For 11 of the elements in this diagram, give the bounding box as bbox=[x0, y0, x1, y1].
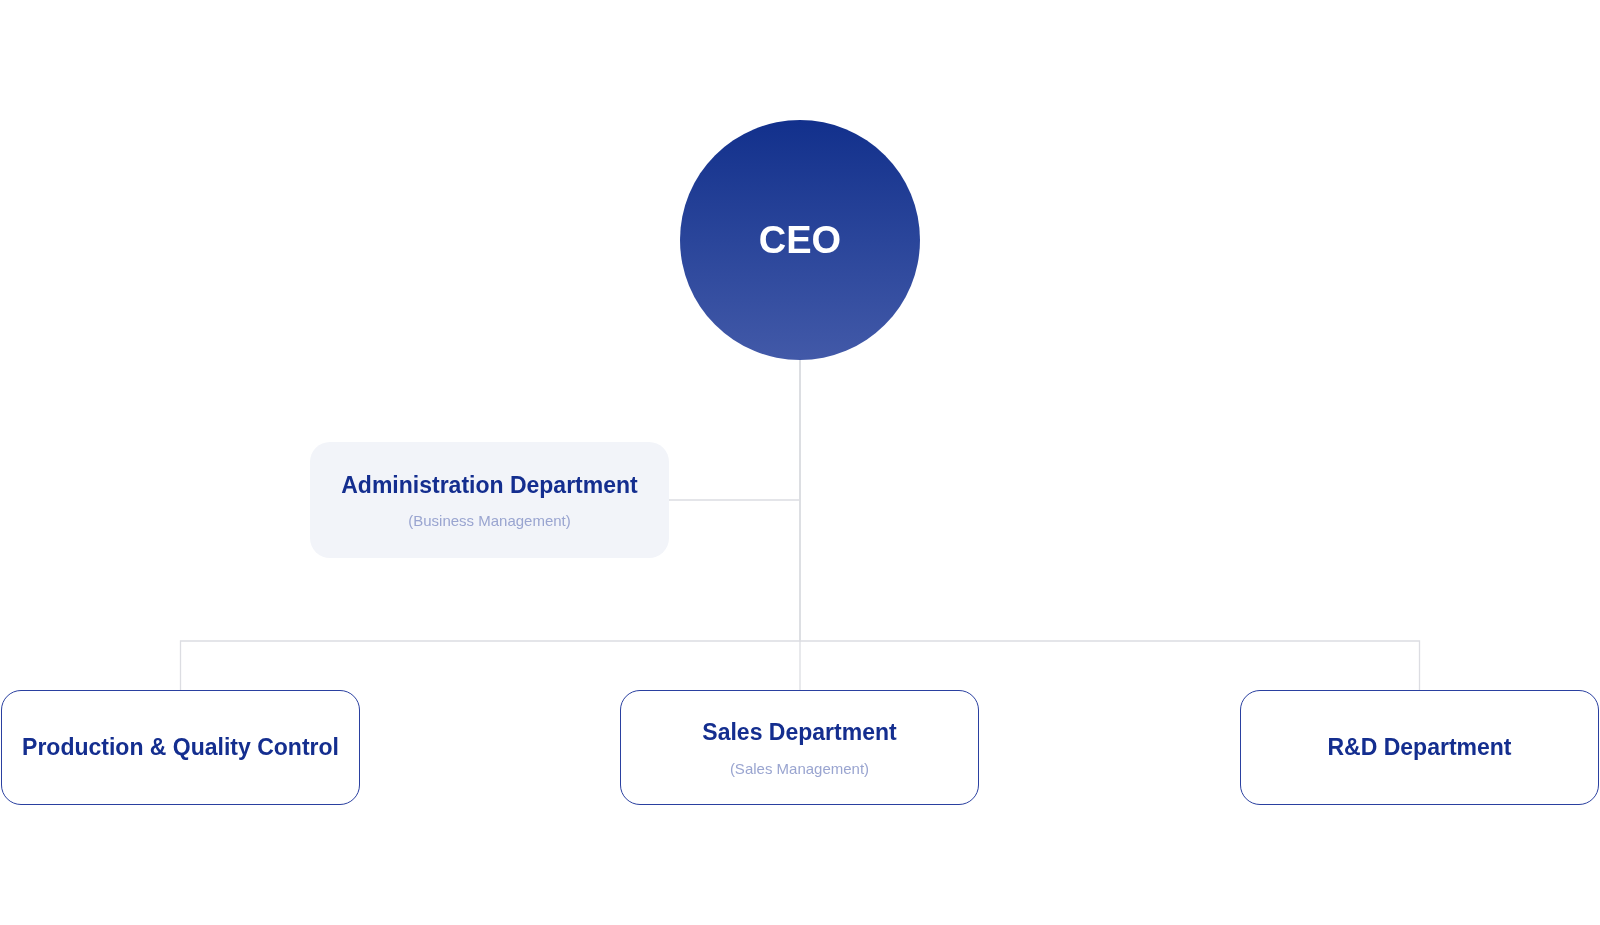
department-box bbox=[1240, 690, 1599, 805]
node-title: Production & Quality Control bbox=[22, 733, 339, 763]
node-subtitle: (Sales Management) bbox=[729, 758, 870, 779]
node-title: CEO bbox=[758, 217, 842, 263]
node-title: R&D Department bbox=[1327, 733, 1512, 763]
node-title: Administration Department bbox=[341, 470, 638, 500]
department-box bbox=[620, 690, 979, 805]
node-title: Sales Department bbox=[702, 718, 897, 747]
department-box bbox=[1, 690, 360, 805]
node-subtitle: (Business Management) bbox=[408, 511, 571, 531]
department-card bbox=[310, 442, 669, 558]
